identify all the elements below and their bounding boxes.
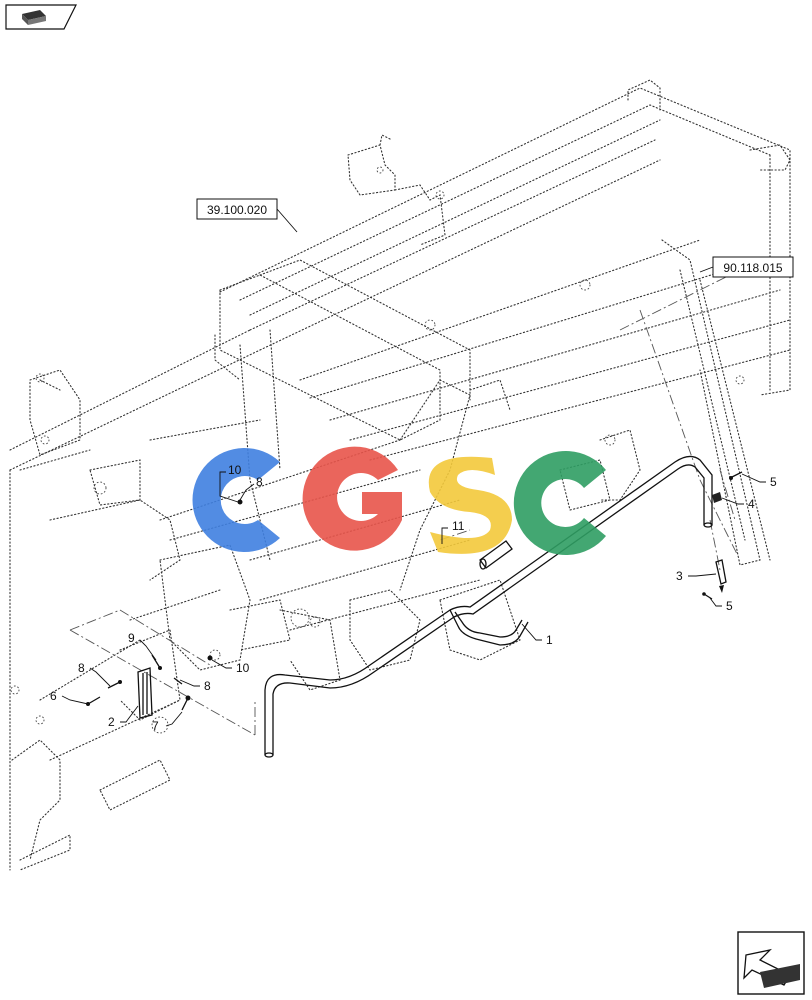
previous-page-icon[interactable] <box>5 4 77 30</box>
svg-text:5: 5 <box>770 475 777 489</box>
part-11-pin <box>479 540 513 570</box>
svg-text:8: 8 <box>256 475 263 489</box>
next-page-icon[interactable] <box>737 931 805 995</box>
callout-8-left[interactable]: 8 <box>78 661 111 687</box>
watermark-logo <box>192 446 606 555</box>
callout-5-lower[interactable]: 5 <box>709 597 733 613</box>
part-2-bracket <box>137 667 153 719</box>
svg-text:4: 4 <box>748 497 755 511</box>
reference-box-90-118-015[interactable]: 90.118.015 <box>699 256 794 278</box>
baler-frame-outline <box>9 79 791 871</box>
part-8-screw <box>107 677 183 689</box>
svg-text:5: 5 <box>726 599 733 613</box>
part-6-bolt <box>86 696 101 706</box>
svg-text:3: 3 <box>676 569 683 583</box>
part-1-guide-rod <box>264 455 713 758</box>
callout-4[interactable]: 4 <box>721 497 755 511</box>
callout-10-upper[interactable]: 10 <box>219 463 242 503</box>
svg-text:2: 2 <box>108 715 115 729</box>
callout-9[interactable]: 9 <box>128 631 157 661</box>
callout-8-top[interactable]: 8 <box>239 475 263 501</box>
svg-text:10: 10 <box>228 463 242 477</box>
assembly-centre-lines <box>69 259 761 736</box>
svg-text:7: 7 <box>152 719 159 733</box>
svg-text:9: 9 <box>128 631 135 645</box>
reference-box-39-100-020[interactable]: 39.100.020 <box>196 198 298 233</box>
callout-6[interactable]: 6 <box>50 689 89 705</box>
part-3-bolt <box>715 559 727 593</box>
callout-10-lower[interactable]: 10 <box>211 659 250 675</box>
callout-5-upper[interactable]: 5 <box>741 473 777 489</box>
callout-8-right[interactable]: 8 <box>179 679 211 693</box>
svg-text:8: 8 <box>204 679 211 693</box>
part-5-pin-upper <box>729 471 743 480</box>
svg-text:8: 8 <box>78 661 85 675</box>
callout-2[interactable]: 2 <box>108 705 139 729</box>
reference-label: 39.100.020 <box>207 203 267 217</box>
part-9-screw <box>151 654 162 670</box>
svg-text:10: 10 <box>236 661 250 675</box>
callout-7[interactable]: 7 <box>152 711 183 733</box>
part-7-pin <box>181 695 191 711</box>
part-4-nut <box>712 492 722 503</box>
callout-3[interactable]: 3 <box>676 569 717 583</box>
callout-1[interactable]: 1 <box>521 623 553 647</box>
svg-text:11: 11 <box>452 519 465 533</box>
svg-text:1: 1 <box>546 633 553 647</box>
part-10-nut <box>207 499 243 661</box>
svg-text:6: 6 <box>50 689 57 703</box>
callout-11[interactable]: 11 <box>441 519 465 544</box>
reference-label: 90.118.015 <box>723 261 782 275</box>
